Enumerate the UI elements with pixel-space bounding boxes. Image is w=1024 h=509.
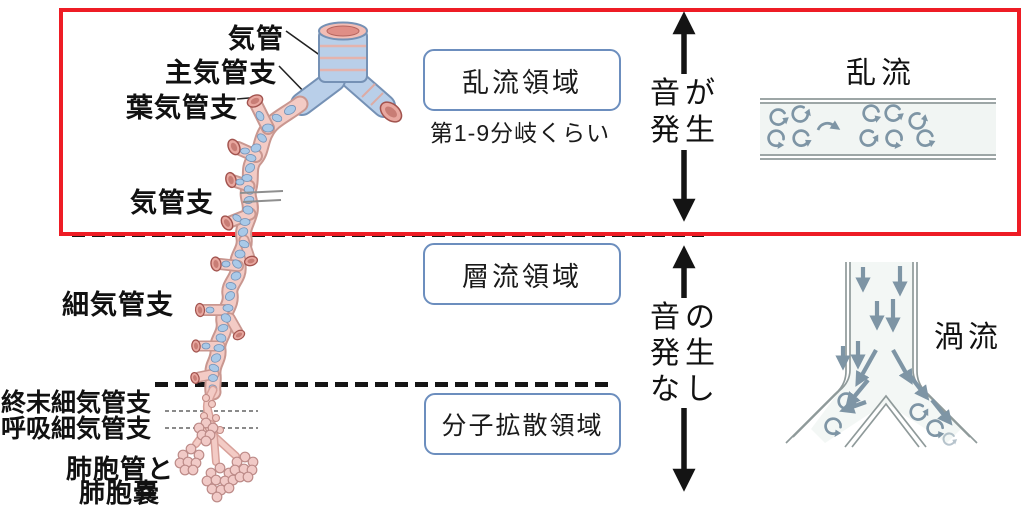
cut-end-openings (190, 94, 264, 385)
sound-present-line1: 音が (650, 77, 720, 110)
sound-absent-text: 音の 発生 なし (642, 300, 728, 408)
sound-present-text: 音が 発生 (640, 75, 730, 149)
turbulent-region-label: 乱流領域 (462, 67, 582, 98)
sound-present-line2: 発生 (650, 114, 720, 147)
swirl-icons (764, 100, 939, 153)
flow-arrows (835, 266, 953, 426)
sound-absent-line3: なし (650, 373, 720, 406)
sound-absent-line1: 音の (650, 301, 720, 334)
turbulent-flow-illustration (760, 98, 996, 160)
turbulent-region-note: 第1-9分岐くらい (429, 120, 611, 146)
label-alveolar-sac: 肺胞嚢 (79, 478, 161, 508)
laminar-region-box: 層流領域 (423, 243, 621, 305)
bronchial-chain (190, 94, 309, 401)
turbulent-region-box: 乱流領域 (423, 49, 621, 111)
label-terminal-bronchiole: 終末細気管支 (1, 389, 152, 417)
label-lobar-bronchus: 葉気管支 (126, 93, 238, 123)
label-respiratory-bronchiole: 呼吸細気管支 (1, 415, 152, 443)
diffusion-region-box: 分子拡散領域 (424, 393, 621, 455)
trachea-illustration (318, 21, 368, 83)
label-alveolar-duct: 肺胞管と (66, 454, 175, 484)
arc-arrow-icon (816, 120, 841, 131)
sound-absent-line2: 発生 (650, 337, 720, 370)
label-bronchus: 気管支 (130, 188, 214, 218)
label-trachea: 気管 (228, 24, 284, 54)
vortex-flow-illustration (785, 262, 978, 448)
airway-tree-illustration (174, 21, 403, 503)
label-main-bronchus: 主気管支 (165, 58, 277, 88)
turbulent-flow-label: 乱流 (846, 57, 916, 90)
laminar-region-label: 層流領域 (462, 261, 582, 292)
vortex-flow-label: 渦流 (934, 321, 1002, 354)
label-bronchiole: 細気管支 (62, 290, 174, 320)
bronchus-break-marks (239, 190, 284, 203)
main-bronchi (290, 66, 403, 123)
turbulent-region-highlight-box (59, 8, 1021, 236)
region-divider-line-2 (155, 382, 614, 387)
diffusion-region-label: 分子拡散領域 (441, 412, 604, 440)
alveolar-sacs (174, 417, 259, 503)
